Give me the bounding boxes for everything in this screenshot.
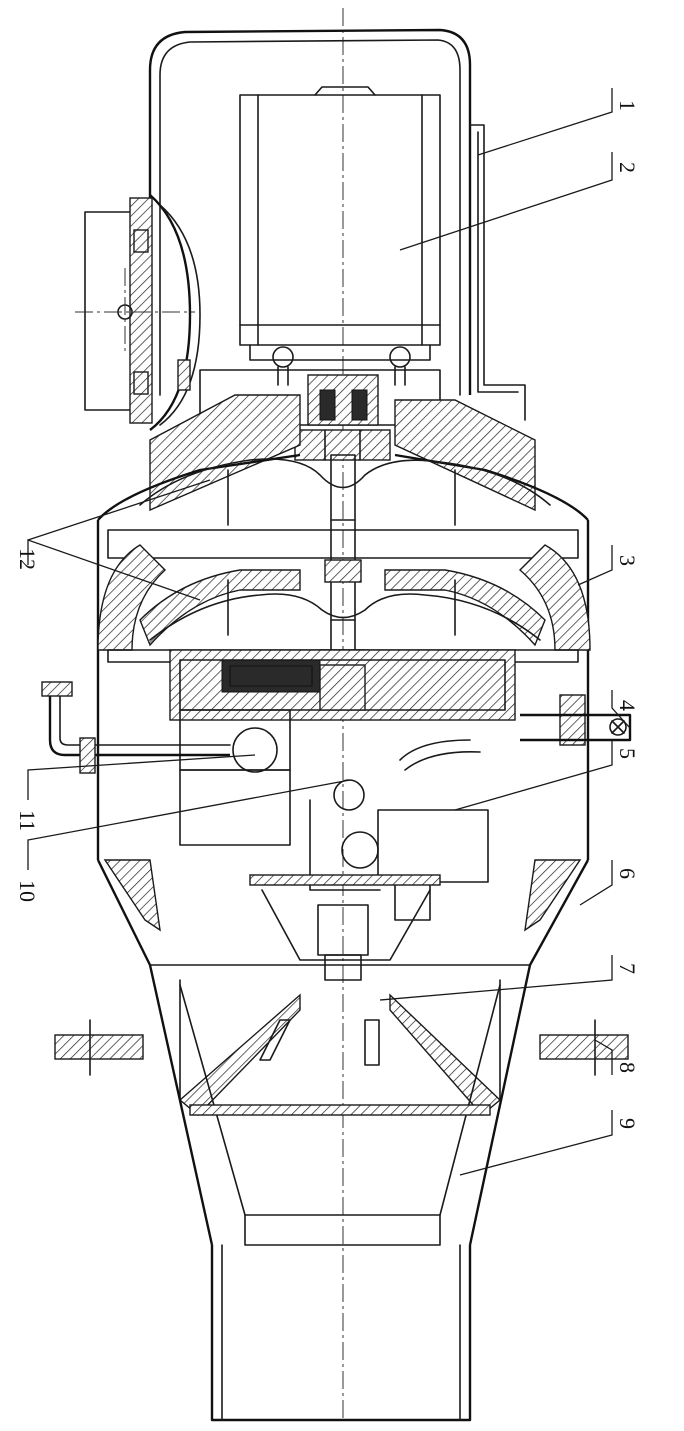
nozzle-swirler (178, 889, 502, 1116)
leader-9 (459, 1110, 613, 1176)
fuel-inlet-pipe (41, 681, 278, 774)
callout-9: 9 (615, 1118, 640, 1129)
callout-5: 5 (615, 748, 640, 759)
motor-cover (148, 28, 526, 421)
cable-gland (520, 694, 632, 746)
fuel-pump (75, 194, 201, 431)
burner-body (96, 520, 591, 860)
leader-12a (27, 479, 211, 541)
shaft-coupling (199, 369, 441, 461)
leader-5 (454, 740, 613, 811)
callout-12: 12 (15, 548, 40, 570)
air-cone (96, 859, 590, 966)
leader-10 (27, 779, 351, 870)
callout-4: 4 (615, 700, 640, 711)
mounting-flange (54, 1019, 629, 1076)
callout-7: 7 (615, 963, 640, 974)
leader-6 (579, 860, 613, 906)
callout-3: 3 (615, 555, 640, 566)
ignition-unit (309, 739, 489, 921)
leader-3 (577, 545, 613, 586)
leader-1 (477, 88, 613, 156)
combustion-tube (148, 964, 532, 1422)
callout-1: 1 (615, 100, 640, 111)
callout-2: 2 (615, 162, 640, 173)
electric-motor (239, 86, 441, 386)
leader-2 (399, 152, 613, 251)
leader-11 (27, 754, 256, 800)
callout-10: 10 (15, 880, 40, 902)
pump-assembly (169, 649, 516, 846)
callout-8: 8 (615, 1062, 640, 1073)
leader-12b (27, 539, 201, 601)
callout-11: 11 (15, 810, 40, 831)
leader-8 (594, 1039, 613, 1075)
leader-7 (379, 955, 613, 1001)
callout-6: 6 (615, 868, 640, 879)
leader-lines (27, 88, 631, 1176)
leader-4 (611, 690, 631, 729)
fan-stage-upper (97, 394, 589, 526)
callout-labels: 1 2 3 4 5 6 7 8 9 10 11 12 (15, 100, 640, 1129)
